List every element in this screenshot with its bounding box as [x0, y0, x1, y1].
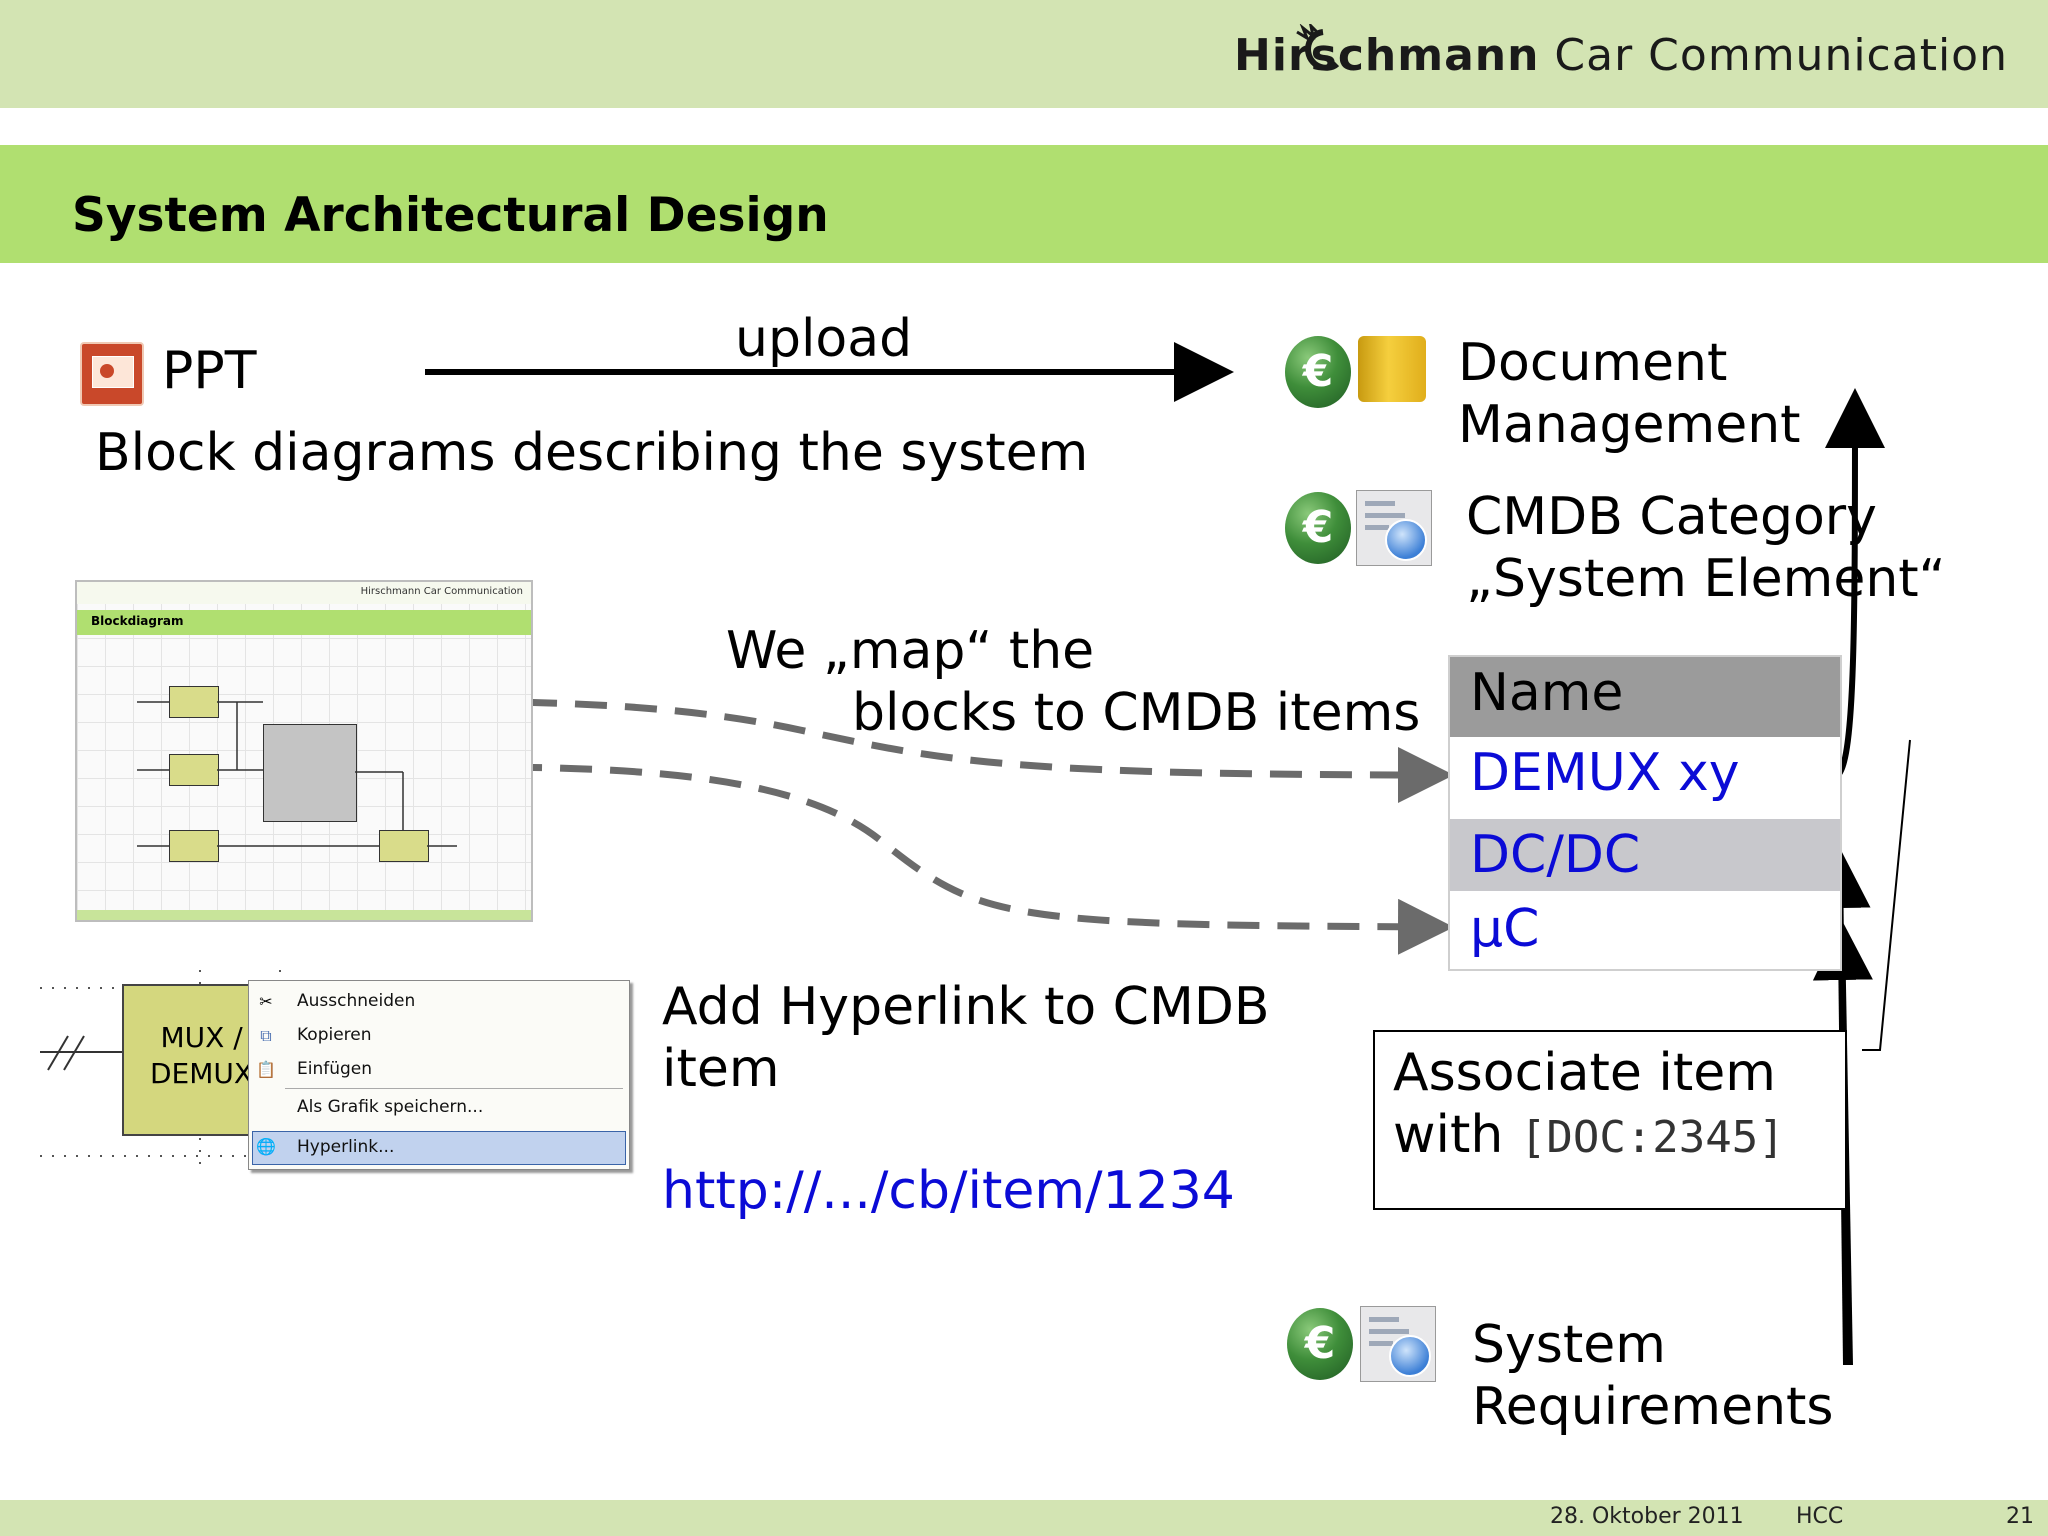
menu-item-kopieren[interactable]: Kopieren — [297, 1025, 372, 1045]
copy-icon: ⧉ — [260, 1026, 272, 1045]
folder-icon — [1358, 336, 1426, 402]
cmdb-category-line1: CMDB Category — [1466, 487, 1877, 547]
hyperlink-note-line2: item — [662, 1039, 780, 1099]
footer-org: HCC — [1796, 1504, 1844, 1529]
link-arrow-doc-mgmt — [1824, 388, 1885, 778]
codebeamer-icon: € — [1287, 1308, 1353, 1380]
tracker-icon — [1356, 490, 1432, 566]
codebeamer-icon: € — [1285, 336, 1351, 408]
codebeamer-icon: € — [1285, 492, 1351, 564]
cmdb-category-line2: „System Element“ — [1466, 549, 1946, 609]
thumbnail-title: Blockdiagram — [91, 614, 184, 628]
upload-label: upload — [735, 309, 913, 369]
doc-management-line2: Management — [1458, 395, 1801, 455]
callout-line — [1862, 739, 1911, 1051]
menu-highlight — [252, 1131, 626, 1165]
tracker-icon — [1360, 1306, 1436, 1382]
header-band — [0, 0, 2048, 108]
table-header: Name — [1450, 657, 1840, 737]
menu-item-als-grafik-speichern[interactable]: Als Grafik speichern... — [297, 1097, 484, 1117]
page-number: 21 — [2006, 1504, 2034, 1529]
hyperlink-globe-icon: 🌐 — [256, 1137, 276, 1156]
ppt-label: PPT — [162, 341, 257, 401]
scissors-icon: ✂ — [259, 992, 273, 1011]
context-menu: ✂ Ausschneiden ⧉ Kopieren 📋 Einfügen Als… — [248, 980, 630, 1170]
title-band — [0, 145, 2048, 263]
powerpoint-icon — [80, 342, 144, 406]
mapping-note-line2: blocks to CMDB items — [852, 683, 1421, 743]
slide-title: System Architectural Design — [72, 188, 829, 243]
menu-separator — [285, 1088, 623, 1089]
map-arrow-uc — [359, 763, 1454, 955]
ppt-description: Block diagrams describing the system — [95, 423, 1089, 483]
cmdb-item-url-link[interactable]: http://.../cb/item/1234 — [662, 1161, 1235, 1221]
associate-line1: Associate item — [1393, 1043, 1776, 1103]
menu-item-ausschneiden[interactable]: Ausschneiden — [297, 991, 416, 1011]
cmdb-items-table: Name DEMUX xy DC/DC µC — [1448, 655, 1842, 971]
blockdiagram-thumbnail: Hirschmann Car Communication Blockdiagra… — [75, 580, 533, 922]
table-row[interactable]: DC/DC — [1450, 819, 1840, 891]
paste-icon: 📋 — [256, 1060, 276, 1079]
mapping-note-line1: We „map“ the — [726, 621, 1095, 681]
table-row[interactable]: µC — [1470, 899, 1540, 959]
mux-demux-block[interactable] — [122, 984, 256, 1136]
hirschmann-logo-icon — [1296, 24, 1340, 71]
footer-date: 28. Oktober 2011 — [1550, 1504, 1744, 1529]
diagram-block — [169, 830, 219, 862]
thumbnail-brand: Hirschmann Car Communication — [360, 586, 523, 597]
system-requirements-line2: Requirements — [1472, 1377, 1834, 1437]
associate-callout: Associate item with [DOC:2345] — [1373, 1030, 1847, 1210]
hyperlink-note-line1: Add Hyperlink to CMDB — [662, 977, 1270, 1037]
menu-item-einfuegen[interactable]: Einfügen — [297, 1059, 373, 1079]
system-requirements-line1: System — [1472, 1315, 1666, 1375]
brand-name: Hirschmann Car Communication — [1234, 30, 2008, 81]
table-row[interactable]: DEMUX xy — [1470, 743, 1740, 803]
map-arrow-demux — [224, 696, 1454, 803]
diagram-block — [169, 686, 219, 718]
associate-line2: with [DOC:2345] — [1393, 1105, 1785, 1165]
footer-band — [0, 1500, 2048, 1536]
doc-management-line1: Document — [1458, 333, 1728, 393]
diagram-block — [379, 830, 429, 862]
menu-item-hyperlink[interactable]: Hyperlink... — [297, 1137, 395, 1157]
diagram-block — [263, 724, 357, 822]
mux-demux-label: MUX /DEMUX — [150, 1021, 254, 1090]
